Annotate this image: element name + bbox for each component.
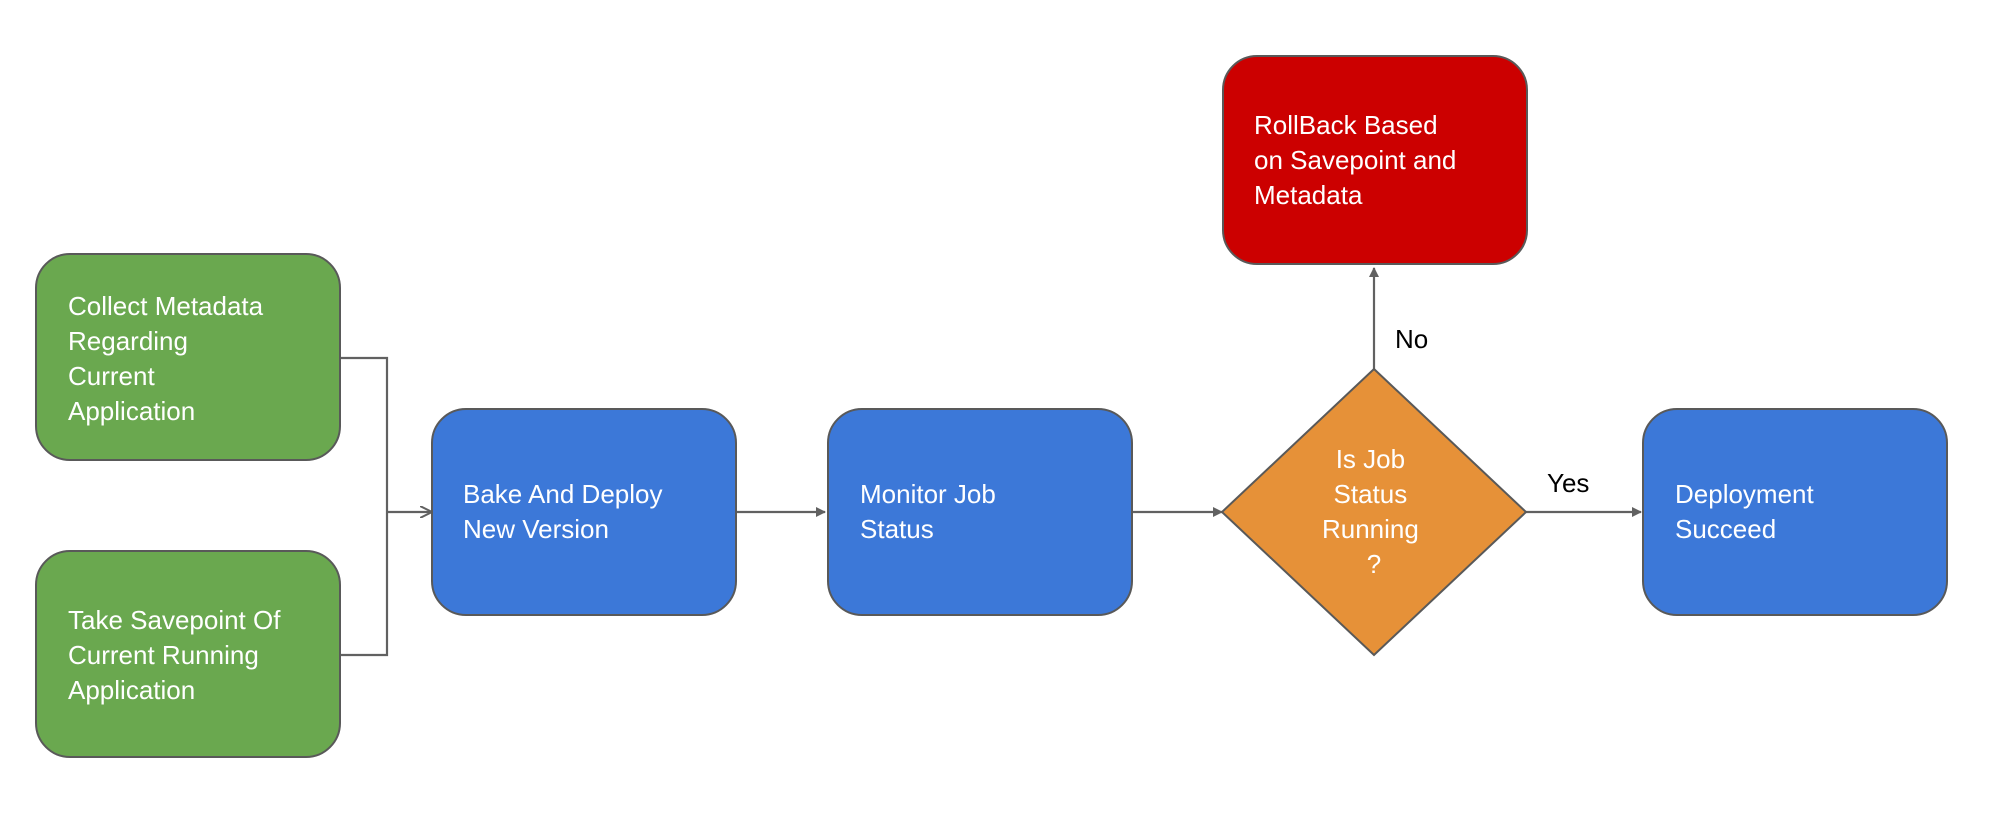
node-deployment-succeed-line: Deployment: [1675, 479, 1815, 509]
node-bake-deploy-box: [431, 408, 737, 616]
node-collect-metadata-line: Current: [68, 361, 155, 391]
node-monitor-job-line: Status: [860, 514, 934, 544]
node-decision-line: ?: [1367, 549, 1381, 579]
node-collect-metadata-box: [35, 253, 341, 461]
node-rollback-box: [1222, 55, 1528, 265]
node-collect-metadata-line: Regarding: [68, 326, 188, 356]
node-take-savepoint-line: Take Savepoint Of: [68, 605, 281, 635]
node-take-savepoint-line: Current Running: [68, 640, 259, 670]
node-take-savepoint-box: [35, 550, 341, 758]
connector-collect-to-junction: [340, 356, 389, 512]
svg-text:RollBack Based on Savepo: RollBack Based on Savepoint and Metadata: [1254, 110, 1464, 210]
node-decision-diamond: [1220, 367, 1528, 657]
edge-label-yes: Yes: [1547, 468, 1589, 498]
connector-savepoint-to-junction: [340, 512, 389, 657]
svg-text:Monitor Job Status: Monitor Job Status: [860, 479, 1003, 544]
connectors: [340, 267, 1642, 657]
node-monitor-job-line: Monitor Job: [860, 479, 996, 509]
node-deployment-succeed-box: [1642, 408, 1948, 616]
node-bake-deploy: Bake And Deploy New Version: [431, 408, 737, 616]
node-decision: Is Job Status Running ?: [1220, 367, 1528, 657]
node-collect-metadata: Collect Metadata Regarding Current Appli…: [35, 253, 341, 461]
node-bake-deploy-line: Bake And Deploy: [463, 479, 662, 509]
svg-text:Bake And Deploy New Vers: Bake And Deploy New Version: [463, 479, 670, 544]
node-monitor-job-box: [827, 408, 1133, 616]
svg-text:Collect Metadata Regardi: Collect Metadata Regarding Current Appli…: [68, 291, 270, 426]
node-rollback-line: Metadata: [1254, 180, 1363, 210]
svg-text:Is Job Status Runn: Is Job Status Running ?: [1322, 444, 1426, 579]
svg-text:Take Savepoint Of Curren: Take Savepoint Of Current Running Applic…: [68, 605, 288, 705]
node-rollback: RollBack Based on Savepoint and Metadata: [1222, 55, 1528, 265]
node-decision-line: Is Job: [1336, 444, 1405, 474]
node-bake-deploy-line: New Version: [463, 514, 609, 544]
node-collect-metadata-line: Collect Metadata: [68, 291, 264, 321]
node-decision-line: Status: [1334, 479, 1408, 509]
node-monitor-job: Monitor Job Status: [827, 408, 1133, 616]
node-collect-metadata-line: Application: [68, 396, 195, 426]
node-rollback-line: RollBack Based: [1254, 110, 1438, 140]
svg-text:Deployment Succeed: Deployment Succeed: [1675, 479, 1821, 544]
node-deployment-succeed-line: Succeed: [1675, 514, 1776, 544]
node-take-savepoint: Take Savepoint Of Current Running Applic…: [35, 550, 341, 758]
node-decision-line: Running: [1322, 514, 1419, 544]
node-rollback-line: on Savepoint and: [1254, 145, 1456, 175]
edge-label-no: No: [1395, 324, 1428, 354]
node-deployment-succeed: Deployment Succeed: [1642, 408, 1948, 616]
node-take-savepoint-line: Application: [68, 675, 195, 705]
